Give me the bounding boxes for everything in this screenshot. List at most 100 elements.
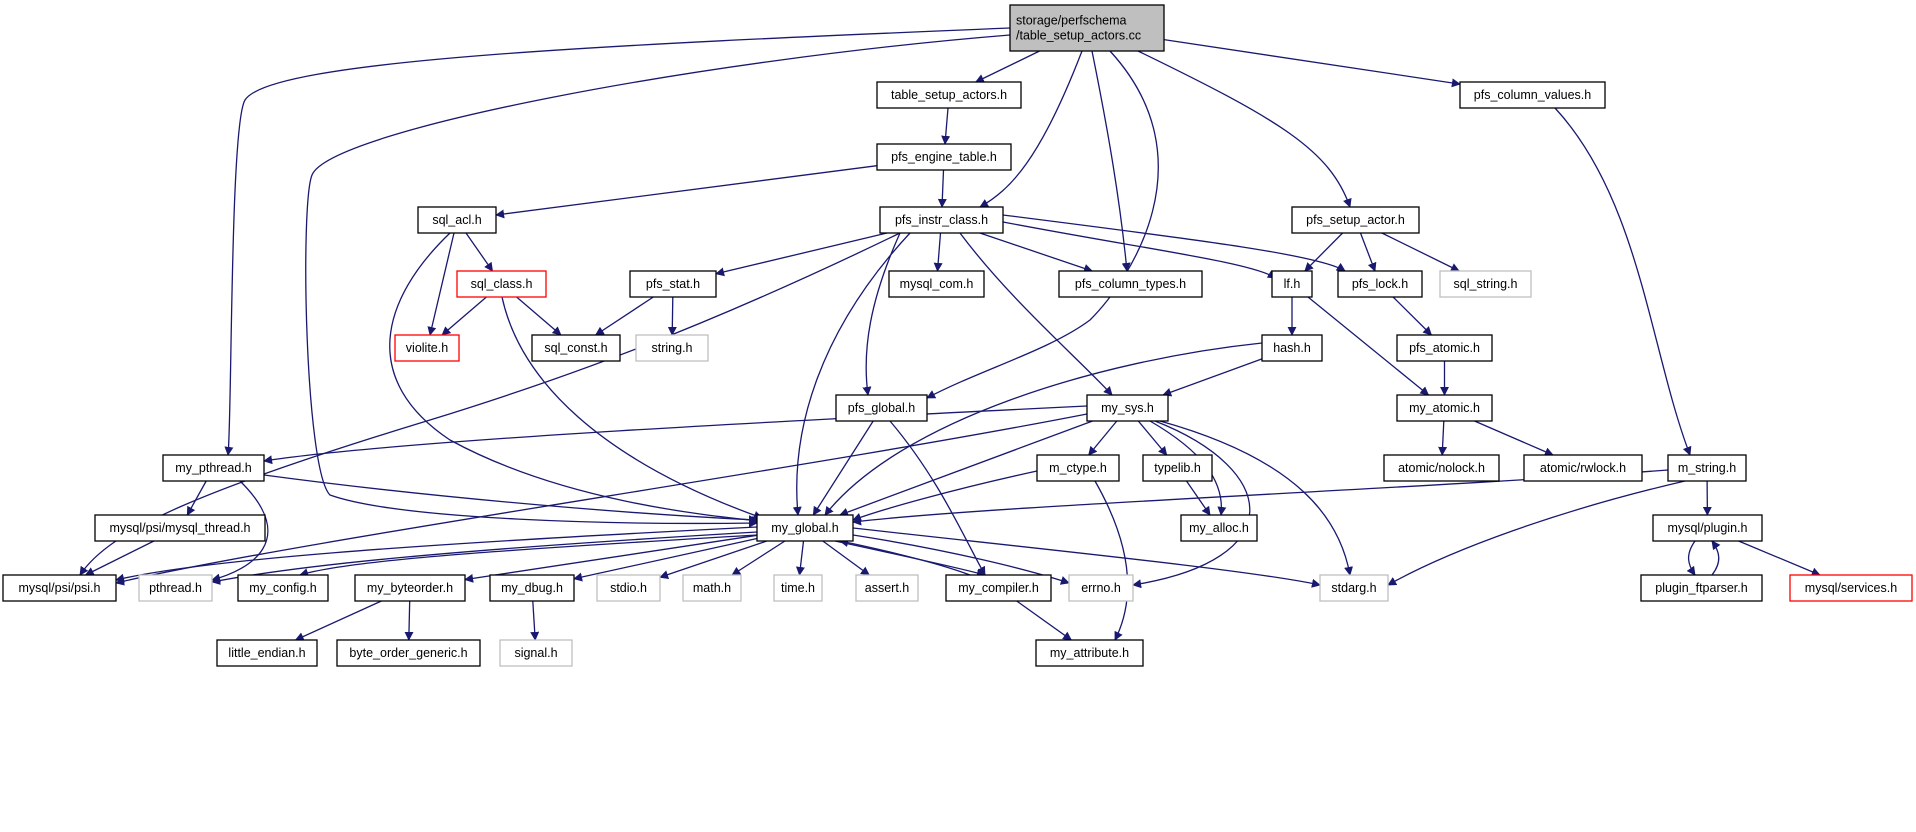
node-label: pfs_instr_class.h xyxy=(895,213,988,227)
node-m_string_h[interactable]: m_string.h xyxy=(1667,454,1747,482)
node-atomic_rwlock_h[interactable]: atomic/rwlock.h xyxy=(1523,454,1643,482)
node-pfs_global_h[interactable]: pfs_global.h xyxy=(835,394,928,422)
node-violite_h[interactable]: violite.h xyxy=(394,334,460,362)
edge-m_ctype_h-to-my_attribute_h xyxy=(1094,480,1129,641)
node-pfs_lock_h[interactable]: pfs_lock.h xyxy=(1337,270,1423,298)
node-label: my_dbug.h xyxy=(501,581,563,595)
edge-lf_h-to-my_atomic_h xyxy=(1307,296,1430,396)
node-label: little_endian.h xyxy=(228,646,305,660)
node-typelib_h[interactable]: typelib.h xyxy=(1142,454,1213,482)
edge-root-to-table_setup_actors_h xyxy=(974,50,1040,83)
node-my_dbug_h[interactable]: my_dbug.h xyxy=(489,574,575,602)
node-pfs_column_types_h[interactable]: pfs_column_types.h xyxy=(1058,270,1203,298)
node-assert_h[interactable]: assert.h xyxy=(855,574,919,602)
edge-my_atomic_h-to-atomic_rwlock_h xyxy=(1474,420,1554,456)
node-box xyxy=(888,270,985,298)
node-pthread_h[interactable]: pthread.h xyxy=(138,574,213,602)
edge-pfs_instr_class_h-to-mysql_com_h xyxy=(933,232,943,272)
node-box xyxy=(876,143,1012,171)
node-byte_order_generic_h[interactable]: byte_order_generic.h xyxy=(336,639,481,667)
edge-my_byteorder_h-to-little_endian_h xyxy=(294,600,382,641)
node-lf_h[interactable]: lf.h xyxy=(1271,270,1313,298)
node-mysql_services_h[interactable]: mysql/services.h xyxy=(1789,574,1913,602)
edge-hash_h-to-my_global_h xyxy=(824,342,1263,516)
node-box xyxy=(1459,81,1606,109)
edge-my_sys_h-to-my_global_h xyxy=(839,420,1093,517)
node-label: pfs_atomic.h xyxy=(1409,341,1480,355)
edge-sql_acl_h-to-violite_h xyxy=(427,232,455,336)
node-my_config_h[interactable]: my_config.h xyxy=(237,574,329,602)
node-box xyxy=(336,639,481,667)
node-root: storage/perfschema/table_setup_actors.cc xyxy=(1009,4,1165,52)
edge-my_global_h-to-my_dbug_h xyxy=(573,537,758,582)
node-m_ctype_h[interactable]: m_ctype.h xyxy=(1036,454,1120,482)
edge-pfs_instr_class_h-to-my_global_h xyxy=(792,232,911,516)
edge-sql_acl_h-to-my_global_h xyxy=(389,232,761,525)
node-my_attribute_h[interactable]: my_attribute.h xyxy=(1035,639,1144,667)
node-box xyxy=(635,334,709,362)
node-stdio_h[interactable]: stdio.h xyxy=(596,574,661,602)
node-my_compiler_h[interactable]: my_compiler.h xyxy=(945,574,1052,602)
node-sql_acl_h[interactable]: sql_acl.h xyxy=(417,206,497,234)
node-pfs_instr_class_h[interactable]: pfs_instr_class.h xyxy=(879,206,1004,234)
node-atomic_nolock_h[interactable]: atomic/nolock.h xyxy=(1383,454,1500,482)
node-label: byte_order_generic.h xyxy=(349,646,467,660)
node-pfs_setup_actor_h[interactable]: pfs_setup_actor.h xyxy=(1291,206,1420,234)
node-label: pfs_lock.h xyxy=(1352,277,1408,291)
node-stdarg_h[interactable]: stdarg.h xyxy=(1319,574,1389,602)
node-label: mysql_com.h xyxy=(900,277,974,291)
edge-root-to-pfs_column_values_h xyxy=(1163,38,1461,88)
node-mysql_psi_mysql_thread_h[interactable]: mysql/psi/mysql_thread.h xyxy=(94,514,266,542)
node-little_endian_h[interactable]: little_endian.h xyxy=(216,639,318,667)
node-sql_class_h[interactable]: sql_class.h xyxy=(456,270,547,298)
node-hash_h[interactable]: hash.h xyxy=(1261,334,1323,362)
node-time_h[interactable]: time.h xyxy=(773,574,823,602)
node-my_pthread_h[interactable]: my_pthread.h xyxy=(162,454,265,482)
node-math_h[interactable]: math.h xyxy=(682,574,742,602)
node-box xyxy=(1291,206,1420,234)
node-box xyxy=(879,206,1004,234)
node-my_alloc_h[interactable]: my_alloc.h xyxy=(1180,514,1258,542)
node-box xyxy=(1396,394,1493,422)
node-my_sys_h[interactable]: my_sys.h xyxy=(1086,394,1169,422)
node-sql_const_h[interactable]: sql_const.h xyxy=(531,334,621,362)
node-my_global_h[interactable]: my_global.h xyxy=(756,514,854,542)
node-mysql_psi_psi_h[interactable]: mysql/psi/psi.h xyxy=(2,574,117,602)
node-label: typelib.h xyxy=(1154,461,1201,475)
node-label: mysql/psi/mysql_thread.h xyxy=(109,521,250,535)
node-sql_string_h[interactable]: sql_string.h xyxy=(1439,270,1532,298)
node-box xyxy=(1789,574,1913,602)
edge-my_sys_h-to-errno_h xyxy=(1132,420,1251,589)
edge-my_global_h-to-mysql_psi_psi_h xyxy=(115,526,758,583)
edge-pfs_global_h-to-my_global_h xyxy=(812,420,874,516)
node-label: sql_const.h xyxy=(544,341,607,355)
node-box xyxy=(1058,270,1203,298)
node-mysql_plugin_h[interactable]: mysql/plugin.h xyxy=(1652,514,1763,542)
node-string_h[interactable]: string.h xyxy=(635,334,709,362)
edge-m_string_h-to-stdarg_h xyxy=(1387,480,1686,586)
node-table_setup_actors_h[interactable]: table_setup_actors.h xyxy=(876,81,1022,109)
node-label: sql_string.h xyxy=(1454,277,1518,291)
node-my_atomic_h[interactable]: my_atomic.h xyxy=(1396,394,1493,422)
edge-my_global_h-to-math_h xyxy=(731,540,786,576)
node-label: my_compiler.h xyxy=(958,581,1039,595)
node-label: stdarg.h xyxy=(1331,581,1376,595)
edge-my_global_h-to-stdarg_h xyxy=(852,527,1321,588)
node-signal_h[interactable]: signal.h xyxy=(499,639,573,667)
node-pfs_engine_table_h[interactable]: pfs_engine_table.h xyxy=(876,143,1012,171)
node-mysql_com_h[interactable]: mysql_com.h xyxy=(888,270,985,298)
edge-my_sys_h-to-my_pthread_h xyxy=(263,405,1088,465)
node-pfs_column_values_h[interactable]: pfs_column_values.h xyxy=(1459,81,1606,109)
node-plugin_ftparser_h[interactable]: plugin_ftparser.h xyxy=(1640,574,1763,602)
node-box xyxy=(756,514,854,542)
node-label: m_ctype.h xyxy=(1049,461,1107,475)
edge-root-to-pfs_global_h xyxy=(926,50,1159,399)
node-pfs_stat_h[interactable]: pfs_stat.h xyxy=(629,270,717,298)
node-label: sql_class.h xyxy=(471,277,533,291)
node-errno_h[interactable]: errno.h xyxy=(1068,574,1134,602)
node-my_byteorder_h[interactable]: my_byteorder.h xyxy=(354,574,466,602)
node-box xyxy=(682,574,742,602)
node-pfs_atomic_h[interactable]: pfs_atomic.h xyxy=(1396,334,1493,362)
edge-pfs_setup_actor_h-to-lf_h xyxy=(1304,232,1344,272)
node-box xyxy=(1337,270,1423,298)
